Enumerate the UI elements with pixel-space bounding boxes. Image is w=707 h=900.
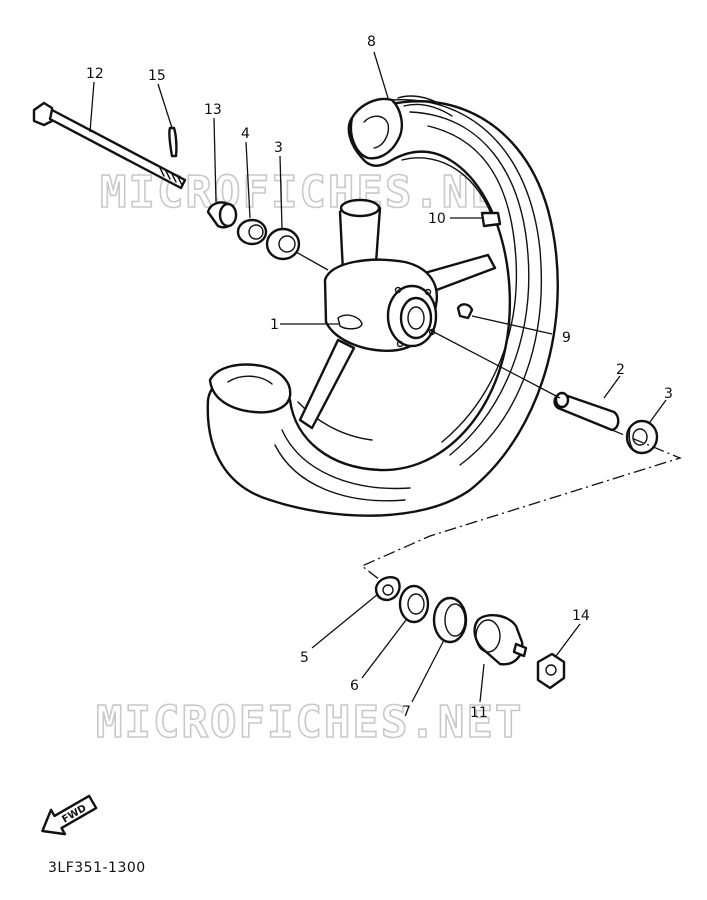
collar [206, 201, 238, 229]
circlip [374, 576, 401, 602]
leader-3b [649, 399, 667, 423]
leader-4 [245, 141, 251, 219]
oil-seal-left [236, 218, 268, 246]
assembly-line-axle [295, 251, 329, 271]
leader-14 [555, 623, 581, 657]
callout-12: 12 [86, 66, 104, 82]
callout-5: 5 [300, 650, 309, 666]
cotter-pin [168, 126, 178, 158]
leader-2 [603, 375, 621, 399]
leader-8 [373, 51, 389, 99]
callout-2: 2 [616, 362, 625, 378]
leader-12 [89, 81, 95, 133]
callout-10: 10 [428, 211, 446, 227]
callout-9: 9 [562, 330, 571, 346]
oil-seal-right [398, 584, 430, 624]
leader-11 [479, 663, 485, 703]
diagram-part-number: 3LF351-1300 [48, 860, 146, 876]
forward-direction-arrow-icon: FWD [41, 794, 98, 836]
assembly-dash-line [360, 429, 682, 581]
valve-stem [480, 211, 502, 228]
balance-weight [456, 303, 474, 320]
leader-3a [279, 155, 283, 229]
leader-6 [361, 619, 407, 679]
callout-11: 11 [470, 705, 488, 721]
callout-6: 6 [350, 678, 359, 694]
callout-1: 1 [270, 317, 279, 333]
leader-13 [213, 117, 217, 203]
bearing-outer [432, 596, 468, 644]
wheel-hub [298, 198, 497, 430]
speedometer-gear-unit [473, 614, 528, 666]
callout-3-right: 3 [664, 386, 673, 402]
leader-5 [311, 593, 379, 649]
axle-nut [536, 652, 566, 690]
spacer [553, 391, 620, 432]
callout-7: 7 [402, 704, 411, 720]
bearing-left [265, 227, 301, 261]
front-axle [32, 101, 187, 190]
wheel-rim [206, 95, 559, 517]
callout-14: 14 [572, 608, 590, 624]
watermark-bottom: MICROFICHES.NET [96, 697, 523, 748]
leader-7 [411, 639, 445, 703]
callout-13: 13 [204, 102, 222, 118]
bearing-right [625, 419, 659, 455]
callout-3-left: 3 [274, 140, 283, 156]
leader-9 [471, 315, 553, 335]
callout-8: 8 [367, 34, 376, 50]
leader-15 [157, 83, 173, 129]
callout-15: 15 [148, 68, 166, 84]
callout-4: 4 [241, 126, 250, 142]
assembly-line-hub [429, 329, 561, 399]
